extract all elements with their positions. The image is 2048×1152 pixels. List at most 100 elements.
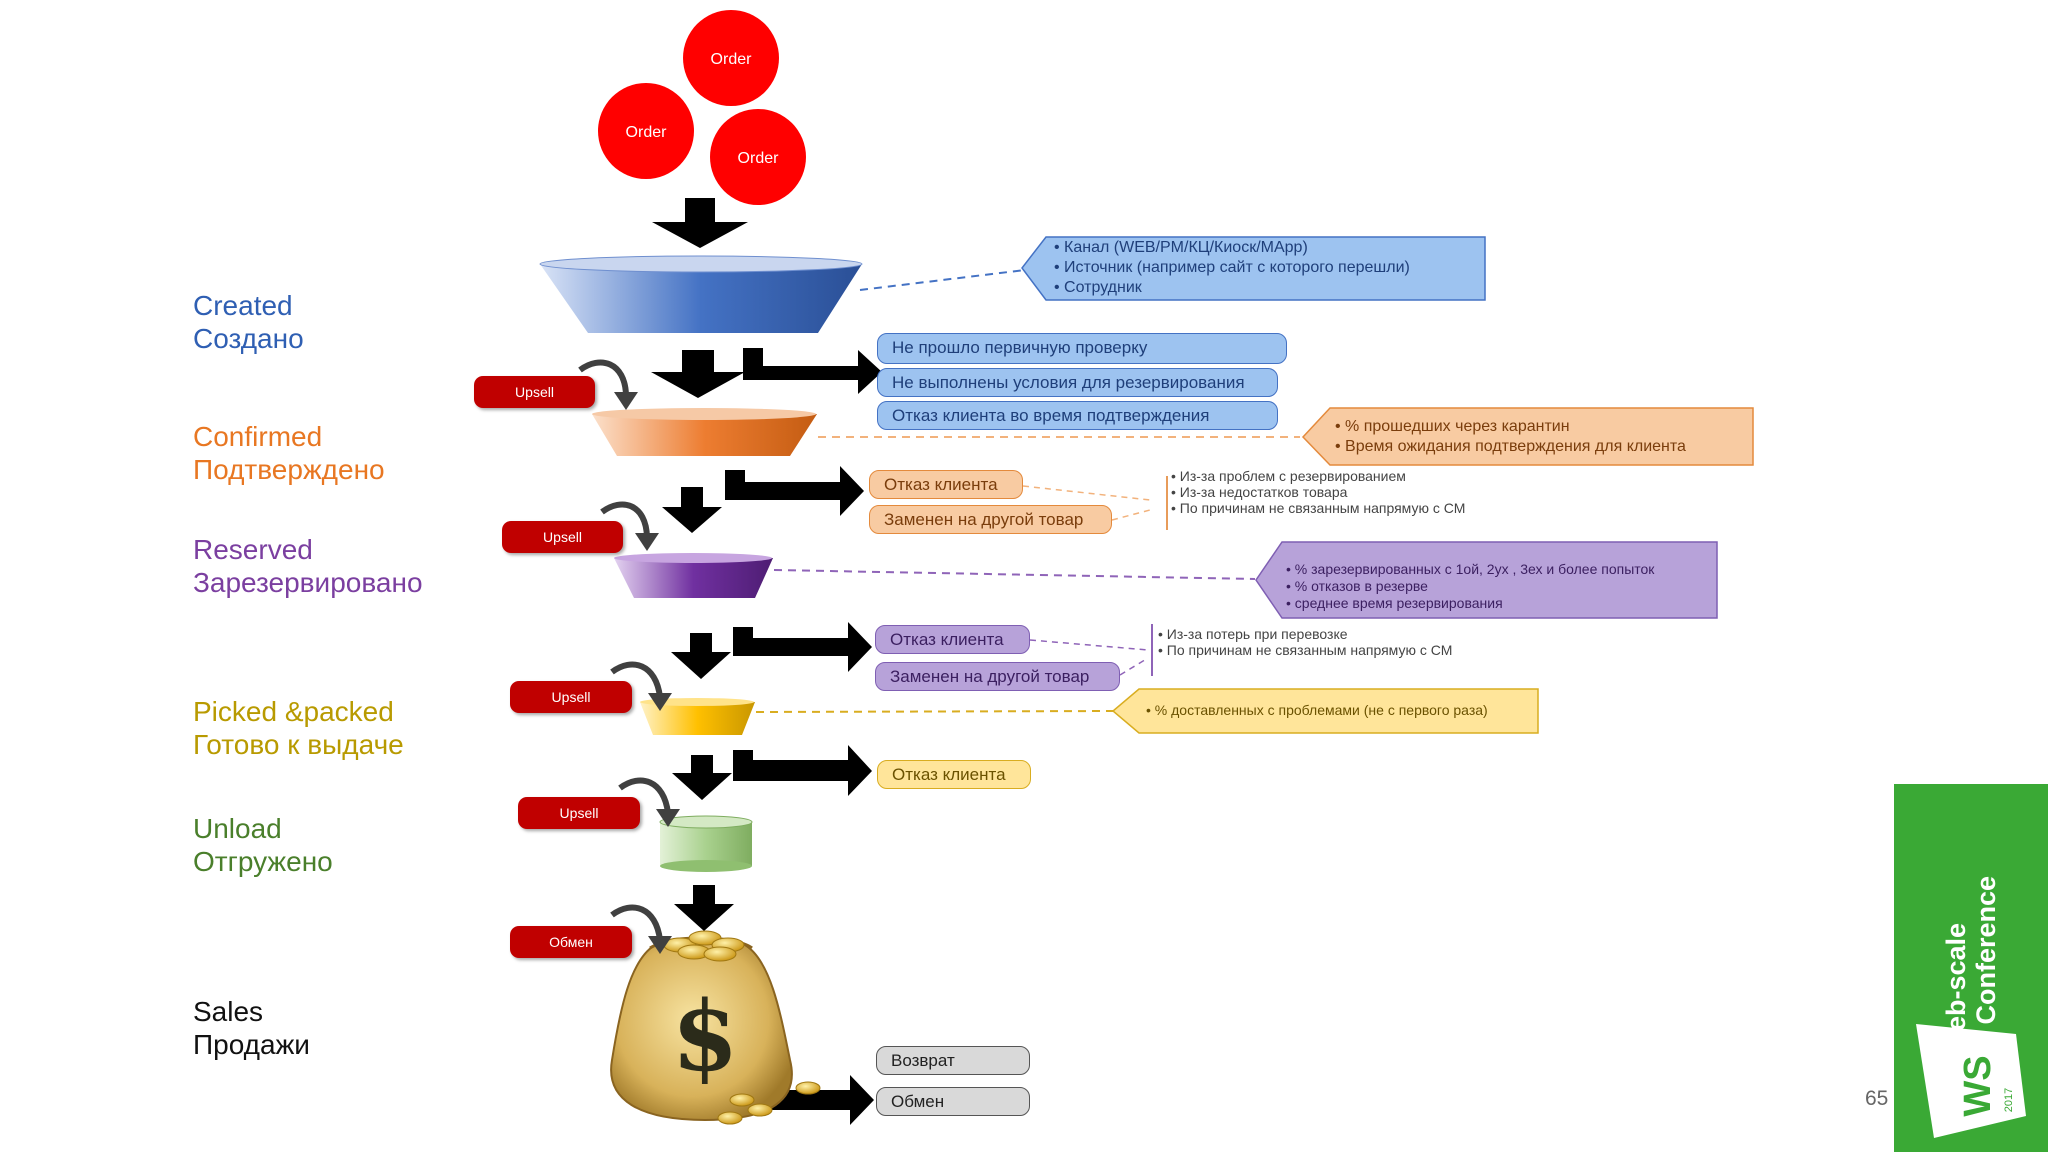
sales-outcome-box: Обмен	[876, 1087, 1030, 1116]
metric-item: • % зарезервированных с 1ой, 2ух , 3ех и…	[1286, 561, 1655, 577]
metric-item: • Источник (например сайт с которого пер…	[1054, 259, 1410, 276]
right-arrow-icon	[733, 622, 872, 672]
stage-name-en: Reserved	[193, 534, 313, 565]
callout-confirmed: • % прошедших через карантин • Время ожи…	[1335, 417, 1686, 457]
metric-item: • среднее время резервирования	[1286, 595, 1503, 611]
confirmed-outcome-box: Заменен на другой товар	[869, 505, 1112, 534]
upsell-badge: Upsell	[502, 521, 623, 553]
stage-name-ru: Подтверждено	[193, 454, 385, 485]
curved-arrow-icon	[600, 501, 650, 538]
reserved-outcome-box: Отказ клиента	[875, 625, 1030, 654]
dashed-connector	[755, 710, 1114, 713]
stage-name-en: Unload	[193, 813, 282, 844]
dashed-connector	[1111, 509, 1151, 521]
stage-name-ru: Зарезервировано	[193, 567, 423, 598]
callout-picked-shape	[1111, 688, 1539, 734]
funnel-created	[539, 255, 863, 333]
down-arrow-icon	[662, 487, 722, 533]
stage-label-picked: Picked &packed Готово к выдаче	[193, 695, 404, 761]
callout-reserved: • % зарезервированных с 1ой, 2ух , 3ех и…	[1286, 561, 1654, 612]
picked-outcome-box: Отказ клиента	[877, 760, 1031, 789]
callout-reserved-shape	[1255, 541, 1718, 619]
order-circle: Order	[710, 109, 806, 205]
curved-arrow-icon	[578, 359, 629, 396]
stage-label-created: Created Создано	[193, 289, 304, 355]
order-label: Order	[626, 124, 668, 141]
down-arrow-icon	[674, 885, 734, 931]
curved-arrow-head-icon	[648, 693, 672, 711]
right-arrow-icon	[743, 348, 882, 394]
metric-item: • Канал (WEB/PM/КЦ/Киоск/MApp)	[1054, 239, 1308, 256]
confirmed-outcome-box: Отказ клиента	[869, 470, 1023, 499]
reason-item: • По причинам не связанным напрямую с СМ	[1171, 500, 1466, 516]
confirmed-reasons: • Из-за проблем с резервированием • Из-з…	[1171, 468, 1465, 516]
created-outcome-box: Отказ клиента во время подтверждения	[877, 401, 1278, 430]
stage-label-sales: Sales Продажи	[193, 995, 310, 1061]
dashed-connector	[1029, 639, 1149, 651]
stage-name-ru: Готово к выдаче	[193, 729, 404, 760]
page-number: 65	[1865, 1087, 1889, 1110]
stage-label-confirmed: Confirmed Подтверждено	[193, 420, 385, 486]
callout-confirmed-shape	[1301, 407, 1754, 466]
metric-item: • Время ожидания подтверждения для клиен…	[1335, 438, 1686, 455]
order-circle: Order	[683, 10, 779, 106]
order-label: Order	[711, 51, 753, 68]
curved-arrow-head-icon	[614, 392, 638, 410]
stage-name-en: Picked &packed	[193, 696, 394, 727]
right-arrow-icon	[733, 745, 872, 796]
ws-logo-year: 2017	[2003, 1088, 2015, 1112]
metric-item: • % прошедших через карантин	[1335, 418, 1570, 435]
stage-name-ru: Продажи	[193, 1029, 310, 1060]
curved-arrow-icon	[610, 661, 663, 698]
upsell-badge: Upsell	[474, 376, 595, 408]
callout-created-shape	[1021, 236, 1486, 301]
stage-name-ru: Отгружено	[193, 846, 333, 877]
order-label: Order	[738, 150, 780, 167]
reason-item: • Из-за проблем с резервированием	[1171, 468, 1406, 484]
dashed-connector	[1119, 657, 1149, 676]
reason-item: • Из-за недостатков товара	[1171, 484, 1348, 500]
funnel-confirmed	[592, 408, 817, 456]
exchange-badge: Обмен	[510, 926, 632, 958]
curved-arrow-icon	[610, 904, 663, 941]
dashed-connector	[1022, 485, 1151, 501]
curved-arrow-head-icon	[635, 533, 659, 551]
ws-logo-icon: WS 2017	[1916, 1024, 2026, 1138]
created-outcome-box: Не прошло первичную проверку	[877, 333, 1287, 364]
down-arrow-icon	[671, 633, 731, 679]
reason-item: • По причинам не связанным напрямую с СМ	[1158, 642, 1453, 658]
curved-arrow-icon	[618, 777, 671, 814]
right-arrow-icon	[738, 1075, 874, 1125]
reserved-reasons: • Из-за потерь при перевозке • По причин…	[1158, 626, 1452, 658]
stage-label-reserved: Reserved Зарезервировано	[193, 533, 423, 599]
callout-created: • Канал (WEB/PM/КЦ/Киоск/MApp) • Источни…	[1054, 238, 1410, 298]
metric-item: • Сотрудник	[1054, 279, 1142, 296]
callout-picked: • % доставленных с проблемами (не с перв…	[1146, 700, 1488, 720]
down-arrow-icon	[652, 198, 748, 248]
reason-item: • Из-за потерь при перевозке	[1158, 626, 1348, 642]
conference-badge: Web-scale IT Conference WS 2017	[1894, 784, 2048, 1152]
funnel-picked	[640, 698, 755, 735]
right-arrow-icon	[725, 466, 864, 516]
svg-text:$: $	[672, 980, 739, 1093]
created-outcome-box: Не выполнены условия для резервирования	[877, 368, 1278, 397]
stage-label-unload: Unload Отгружено	[193, 812, 333, 878]
ws-logo-text: WS	[1957, 1055, 1999, 1116]
reserved-outcome-box: Заменен на другой товар	[875, 662, 1120, 691]
metric-item: • % отказов в резерве	[1286, 578, 1428, 594]
upsell-badge: Upsell	[510, 681, 632, 713]
stage-name-en: Confirmed	[193, 421, 323, 452]
dashed-connector	[773, 569, 1256, 580]
stage-name-en: Sales	[193, 996, 264, 1027]
metric-item: • % доставленных с проблемами (не с перв…	[1146, 702, 1488, 718]
order-circle: Order	[598, 83, 694, 179]
stage-name-ru: Создано	[193, 323, 304, 354]
down-arrow-icon	[672, 755, 732, 800]
dashed-connector	[859, 269, 1026, 291]
curved-arrow-head-icon	[656, 809, 680, 827]
funnel-reserved	[614, 553, 773, 598]
down-arrow-icon	[651, 350, 745, 398]
upsell-badge: Upsell	[518, 797, 640, 829]
funnel-unload	[659, 815, 753, 872]
